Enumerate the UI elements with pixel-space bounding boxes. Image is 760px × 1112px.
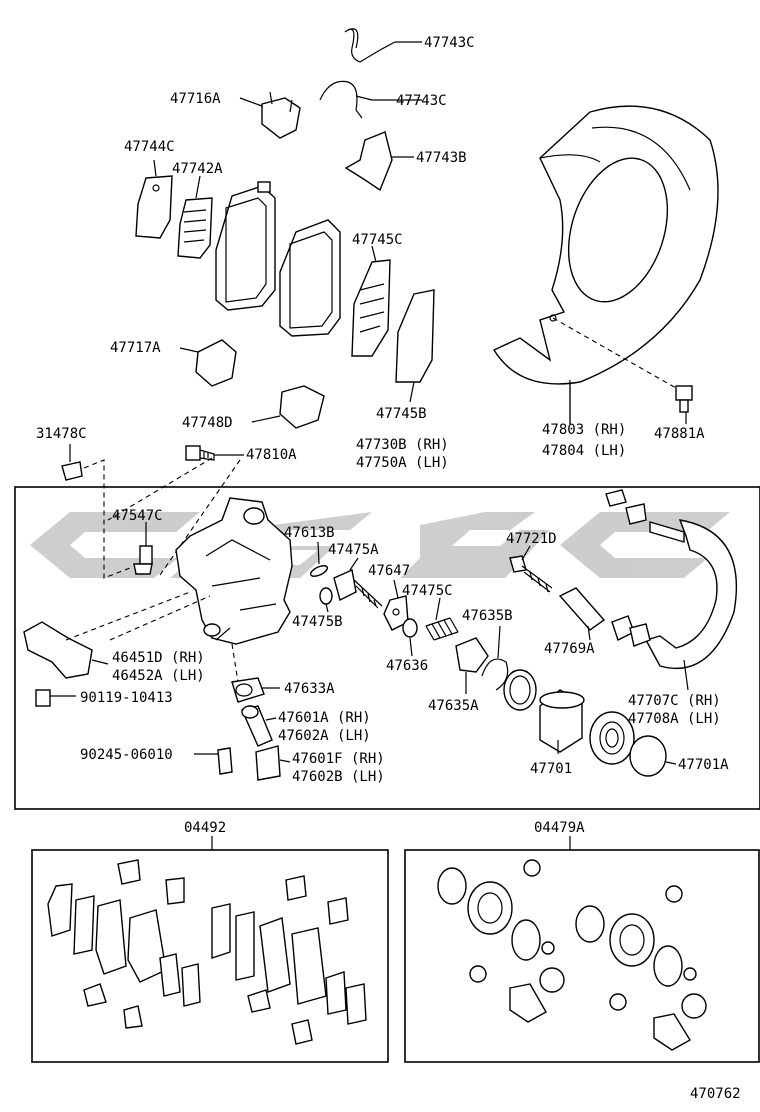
callout-47707C: 47707C (RH) [628,693,721,709]
callout-47636: 47636 [386,658,428,674]
anti-squeal-shim-47745B [395,289,435,383]
watermark-logo [30,512,730,578]
slide-pin-47601A [241,705,277,747]
callout-labels: 47743C 47743C 47716A 47743B 47744C 47742… [36,35,741,1102]
callout-47804: 47804 (LH) [542,443,626,459]
bleeder-plug-47547C [133,522,153,575]
pad-support-plate-47743B [344,131,393,192]
slide-bushing-boot-47601F [255,745,291,781]
callout-31478C: 31478C [36,426,87,442]
callout-47613B: 47613B [284,525,335,541]
callout-47708A: 47708A (LH) [628,711,721,727]
callout-47803: 47803 (RH) [542,422,626,438]
pad-kit-frame [31,849,389,1063]
spring-clip-47743C-top [344,28,396,63]
bolt-47881A [675,385,693,424]
bolt-90245-06010 [194,747,233,775]
callout-47475A: 47475A [328,542,379,558]
seal-kit-frame [404,849,760,1063]
snap-ring-47635B [481,658,509,691]
spring-clip-47743C-mid [319,80,395,119]
anti-squeal-shim-47745C [351,259,391,357]
bleeder-cap-31478C [61,444,131,579]
caliper-assembly-frame [14,486,760,810]
callout-04479A: 04479A [534,820,585,836]
bushing-47475B [319,587,333,605]
caliper-cylinder-body [175,497,293,645]
callout-47633A: 47633A [284,681,335,697]
anti-squeal-shim-47742A [177,197,213,259]
callout-46452A: 46452A (LH) [112,668,205,684]
callout-47745B: 47745B [376,406,427,422]
callout-47547C: 47547C [112,508,163,524]
slide-pin-47769A [558,587,606,641]
slide-bushing-47635A [455,637,489,673]
callout-47475C: 47475C [402,583,453,599]
spring-47475C [425,597,459,641]
pad-wear-indicator-47717A [195,339,237,387]
callout-47743B: 47743B [416,150,467,166]
callout-47635A: 47635A [428,698,479,714]
cylinder-boot [589,711,635,765]
callout-47750A: 47750A (LH) [356,455,449,471]
callout-47601F: 47601F (RH) [292,751,385,767]
washer-47636 [402,618,418,638]
callout-47744C: 47744C [124,139,175,155]
callout-47769A: 47769A [544,641,595,657]
seal-kit-parts [437,859,707,1051]
callout-04492: 04492 [184,820,226,836]
callout-47475B: 47475B [292,614,343,630]
diagram-number: 470762 [690,1086,741,1102]
callout-46451D: 46451D (RH) [112,650,205,666]
pad-kit-parts [47,859,367,1045]
callout-47602B: 47602B (LH) [292,769,385,785]
caliper-mounting-support [605,489,738,691]
callout-47881A: 47881A [654,426,705,442]
callout-90119: 90119-10413 [80,690,173,706]
bolt-47810A [107,445,244,576]
bolt-90119-10413 [35,689,76,707]
callout-47743C-mid: 47743C [396,93,447,109]
callout-47730B: 47730B (RH) [356,437,449,453]
dust-cap-47633A [231,677,280,703]
cable-bracket-46451D [23,591,211,679]
cylinder-piston-47701 [539,689,585,754]
bolt-47721D [509,545,553,593]
callout-90245: 90245-06010 [80,747,173,763]
callout-47745C: 47745C [352,232,403,248]
callout-47601A: 47601A (RH) [278,710,371,726]
callout-47743C-top: 47743C [424,35,475,51]
anti-rattle-clip-47748D [279,385,325,429]
anti-rattle-clip-47716A [261,97,301,139]
callout-47742A: 47742A [172,161,223,177]
o-ring-47613B [309,565,329,577]
callout-47602A: 47602A (LH) [278,728,371,744]
callout-47635B: 47635B [462,608,513,624]
callout-47701: 47701 [530,761,572,777]
callout-47716A: 47716A [170,91,221,107]
anti-squeal-shim-47744C [135,175,173,239]
bleeder-screw-47475A [333,557,383,609]
callout-47810A: 47810A [246,447,297,463]
disc-brake-pad-outer [279,219,341,337]
callout-47717A: 47717A [110,340,161,356]
callout-47701A: 47701A [678,757,729,773]
callout-47647: 47647 [368,563,410,579]
callout-47721D: 47721D [506,531,557,547]
callout-47748D: 47748D [182,415,233,431]
piston-seal-47701A [629,735,667,777]
anti-squeal-plate-47647 [383,595,409,631]
piston-seal-ring [503,669,537,711]
